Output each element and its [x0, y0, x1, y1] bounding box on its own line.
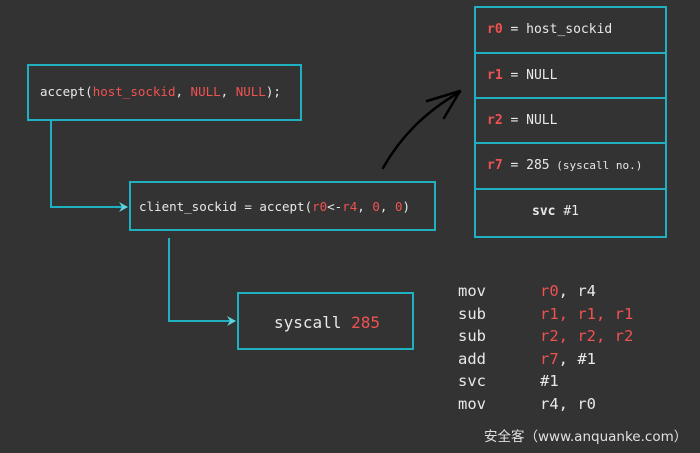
asm-opcode: sub [458, 304, 486, 323]
c-call-highlight: NULL [235, 84, 266, 99]
register-assignment: r7 = 285 (syscall no.) [487, 158, 642, 173]
c-call-code: accept(host_sockid, NULL, NULL); [40, 84, 281, 99]
asm-operands: r4, r0 [540, 393, 596, 416]
register-call-highlight: 0 [394, 199, 403, 214]
watermark: 安全客（www.anquanke.com） [484, 429, 688, 445]
register-call-highlight: 0 [372, 199, 380, 214]
c-call-text: ); [265, 84, 281, 99]
asm-operand: , r4 [558, 282, 596, 300]
register-call-text: client_sockid = accept( [139, 199, 313, 214]
c-call-box: accept(host_sockid, NULL, NULL); [27, 64, 302, 121]
c-call-text: , [175, 84, 191, 99]
register-row: svc #1 [476, 190, 665, 236]
register-row: r7 = 285 (syscall no.) [476, 144, 665, 190]
curved-arrow-icon [381, 90, 462, 170]
register-value: = NULL [510, 112, 558, 128]
asm-opcode: sub [458, 327, 486, 345]
register-call-text: ) [402, 199, 410, 214]
asm-opcode: mov [458, 394, 486, 413]
asm-line: mov r0, r4 [458, 280, 633, 303]
asm-operand-highlight: r7 [540, 349, 559, 368]
register-name: r0 [487, 22, 511, 37]
asm-operands: r1, r1, r1 [540, 303, 633, 326]
asm-operand-highlight: r1, r1, r1 [540, 304, 634, 323]
asm-operands: #1 [540, 370, 559, 393]
asm-line: sub r2, r2, r2 [458, 325, 633, 348]
register-note: (syscall no.) [549, 159, 643, 172]
syscall-label: syscall [274, 313, 342, 332]
asm-line: add r7, #1 [458, 348, 633, 371]
asm-operands: r7, #1 [540, 348, 596, 371]
svc-mnemonic: svc [532, 204, 564, 219]
register-name: r1 [487, 67, 511, 83]
asm-opcode: mov [458, 282, 486, 300]
c-call-highlight: NULL [190, 84, 221, 99]
register-assignment: r1 = NULL [487, 68, 557, 83]
register-call-highlight: r0 [312, 199, 328, 214]
asm-opcode: svc [458, 372, 486, 390]
register-assignment: r2 = NULL [487, 113, 557, 128]
asm-line: sub r1, r1, r1 [458, 303, 633, 326]
register-value: = 285 [510, 158, 550, 173]
register-name: r2 [487, 112, 511, 128]
asm-operand: #1 [540, 372, 559, 390]
assembly-listing: mov r0, r4 sub r1, r1, r1 sub r2, r2, r2 add r7… [458, 280, 633, 415]
c-call-text: , [220, 84, 236, 99]
asm-line: mov r4, r0 [458, 393, 633, 416]
c-call-highlight: host_sockid [92, 84, 176, 99]
register-value: = NULL [510, 67, 558, 83]
svc-operand: #1 [563, 204, 579, 219]
register-call-text: , [357, 199, 373, 214]
syscall-number: 285 [351, 313, 380, 332]
syscall-code: syscall 285 [274, 313, 380, 332]
asm-operands: r0, r4 [540, 280, 596, 303]
register-name: r7 [487, 158, 511, 173]
curved-arrow-head-icon [425, 89, 462, 120]
asm-operand-highlight: r0 [540, 282, 559, 300]
register-row: r2 = NULL [476, 99, 665, 144]
register-assignment: r0 = host_sockid [487, 22, 612, 37]
register-call-code: client_sockid = accept(r0<-r4, 0, 0) [139, 199, 410, 214]
asm-operands: r2, r2, r2 [540, 325, 633, 348]
syscall-box: syscall 285 [237, 292, 414, 350]
register-call-text: , [379, 199, 395, 214]
asm-operand: , #1 [558, 349, 596, 368]
connector-asm-to-syscall [168, 238, 236, 326]
svc-instruction: svc #1 [532, 204, 579, 219]
register-call-text: <- [327, 199, 343, 214]
register-value: = host_sockid [510, 22, 613, 37]
asm-operand: r4, r0 [540, 394, 596, 413]
asm-operand-highlight: r2, r2, r2 [540, 327, 634, 345]
register-row: r0 = host_sockid [476, 8, 665, 54]
connector-call-to-asm [50, 121, 128, 212]
c-call-text: accept( [40, 84, 93, 99]
asm-opcode: add [458, 349, 486, 368]
register-call-highlight: r4 [342, 199, 358, 214]
register-row: r1 = NULL [476, 54, 665, 99]
register-call-box: client_sockid = accept(r0<-r4, 0, 0) [129, 181, 436, 231]
asm-line: svc #1 [458, 370, 633, 393]
